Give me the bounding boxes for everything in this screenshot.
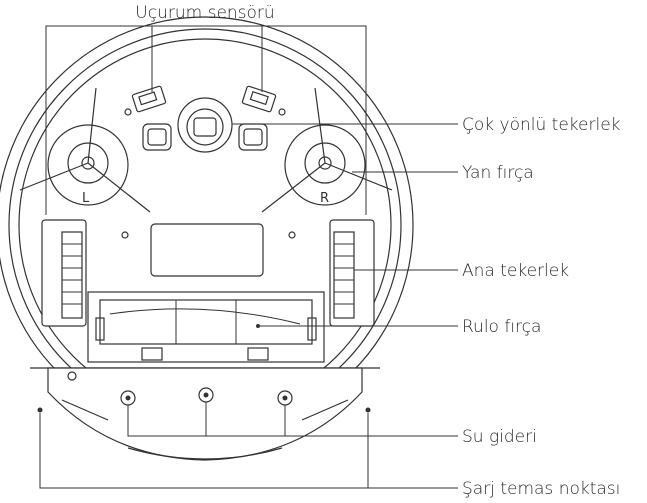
side-brush-left: L: [19, 87, 151, 213]
label-roller-brush: Rulo fırça: [462, 317, 541, 337]
right-brush-mark: R: [320, 191, 329, 206]
roller-brush: [87, 291, 325, 363]
caster-wheel: [177, 97, 233, 153]
left-brush-mark: L: [82, 191, 90, 206]
main-wheel-left: [41, 219, 87, 327]
main-wheel-right: [329, 219, 375, 327]
label-main-wheel: Ana tekerlek: [462, 261, 569, 281]
water-tank: [47, 367, 363, 461]
cliff-sensor-right: [241, 85, 277, 113]
upper-panel: [121, 108, 296, 277]
label-caster-wheel: Çok yönlü tekerlek: [462, 115, 621, 135]
label-water-outlet: Su gideri: [462, 427, 537, 447]
charging-contact-points: [37, 407, 371, 413]
cliff-sensor-left: [131, 85, 167, 113]
label-side-brush: Yan fırça: [462, 163, 534, 183]
label-charging-contacts: Şarj temas noktası: [462, 479, 620, 499]
callout-lines: [39, 25, 458, 489]
label-cliff-sensor: Uçurum sensörü: [135, 3, 274, 23]
side-brush-right: R: [261, 87, 393, 213]
